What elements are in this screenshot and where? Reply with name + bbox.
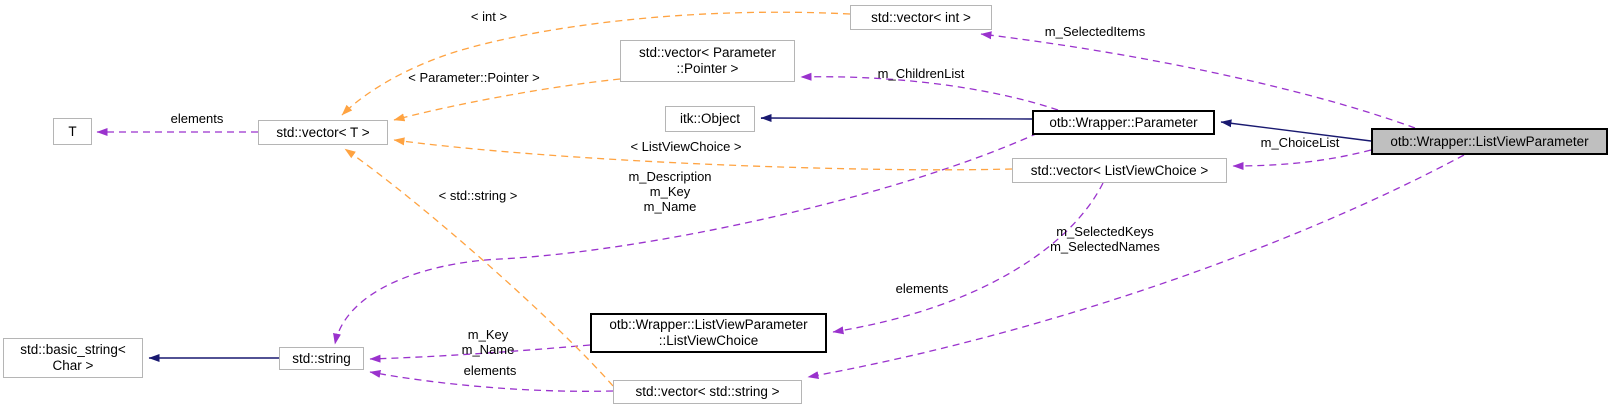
node-label: Char > xyxy=(52,358,94,373)
node-label: std::vector< int > xyxy=(871,9,971,25)
edge-label-template-int: < int > xyxy=(470,9,508,24)
node-otb-wrapper-parameter[interactable]: otb::Wrapper::Parameter xyxy=(1032,110,1215,135)
edge-usage-children-list xyxy=(800,72,1059,111)
node-listviewparameter-listviewchoice[interactable]: otb::Wrapper::ListViewParameter ::ListVi… xyxy=(590,313,827,353)
node-itk-object[interactable]: itk::Object xyxy=(665,106,755,132)
node-std-vector-parameter-pointer[interactable]: std::vector< Parameter ::Pointer > xyxy=(620,40,795,82)
node-label: std::vector< std::string > xyxy=(635,384,780,399)
edge-label-line: m_SelectedKeys xyxy=(1056,224,1154,239)
edge-label-line: m_Name xyxy=(461,342,515,357)
edge-usage-choice-list xyxy=(1232,149,1372,170)
edge-label-line: m_Key xyxy=(467,327,509,342)
node-label: T xyxy=(68,123,77,139)
node-label: std::basic_string< xyxy=(20,342,126,357)
node-std-basic-string-char[interactable]: std::basic_string< Char > xyxy=(3,338,143,378)
node-label: std::vector< ListViewChoice > xyxy=(1030,162,1209,178)
edge-template-int xyxy=(341,11,851,116)
node-label: otb::Wrapper::ListViewParameter xyxy=(1390,133,1589,149)
node-label: otb::Wrapper::Parameter xyxy=(1049,114,1198,130)
edge-label-selected-keys-names: m_SelectedKeys m_SelectedNames xyxy=(1050,224,1160,254)
node-std-vector-int[interactable]: std::vector< int > xyxy=(850,5,992,30)
edge-label-template-std-string: < std::string > xyxy=(438,188,518,203)
edge-label-template-parameter-pointer: < Parameter::Pointer > xyxy=(408,70,540,85)
edge-label-elements-string: elements xyxy=(463,363,517,378)
node-label: otb::Wrapper::ListViewParameter xyxy=(609,317,808,332)
node-label: itk::Object xyxy=(679,111,741,126)
node-std-string[interactable]: std::string xyxy=(279,347,364,370)
node-label: ::ListViewChoice xyxy=(658,333,759,348)
edge-usage-selected-items xyxy=(980,31,1416,129)
edge-label-choice-key-name: m_Key m_Name xyxy=(462,327,515,357)
edge-usage-selected-keys-names xyxy=(807,154,1465,380)
node-std-vector-std-string[interactable]: std::vector< std::string > xyxy=(613,380,802,404)
edge-template-parameter-pointer xyxy=(393,78,621,122)
edge-label-template-listviewchoice: < ListViewChoice > xyxy=(630,139,742,154)
node-std-vector-listviewchoice[interactable]: std::vector< ListViewChoice > xyxy=(1012,158,1227,183)
node-label: std::vector< Parameter xyxy=(639,45,776,60)
edge-template-listviewchoice xyxy=(393,137,1013,171)
edge-usage-elements-choice xyxy=(832,182,1104,335)
edge-label-line: m_Key xyxy=(649,184,691,199)
node-label: std::vector< T > xyxy=(276,124,370,140)
node-otb-wrapper-listviewparameter[interactable]: otb::Wrapper::ListViewParameter xyxy=(1371,128,1608,155)
edge-inherit-parameter-itkobject xyxy=(760,114,1033,123)
edge-label-choice-list: m_ChoiceList xyxy=(1260,135,1340,150)
node-t[interactable]: T xyxy=(53,118,92,145)
edge-label-line: m_SelectedNames xyxy=(1050,239,1160,254)
node-label: std::string xyxy=(292,350,351,366)
edge-usage-parameter-strings xyxy=(333,132,1039,345)
edge-label-children-list: m_ChildrenList xyxy=(877,66,965,81)
edge-label-elements-t: elements xyxy=(170,111,224,126)
edge-template-std-string xyxy=(344,148,614,387)
edge-inherit-listviewparameter-parameter xyxy=(1220,119,1372,142)
edge-label-elements-choice: elements xyxy=(895,281,949,296)
edge-label-parameter-strings: m_Description m_Key m_Name xyxy=(628,169,711,214)
edge-usage-elements-string xyxy=(369,369,614,392)
edge-label-line: m_Name xyxy=(643,199,697,214)
edge-usage-choice-key-name xyxy=(369,344,591,363)
edge-label-selected-items: m_SelectedItems xyxy=(1044,24,1146,39)
node-std-vector-t[interactable]: std::vector< T > xyxy=(258,120,388,145)
node-label: ::Pointer > xyxy=(676,61,739,76)
edge-label-line: m_Description xyxy=(628,169,712,184)
